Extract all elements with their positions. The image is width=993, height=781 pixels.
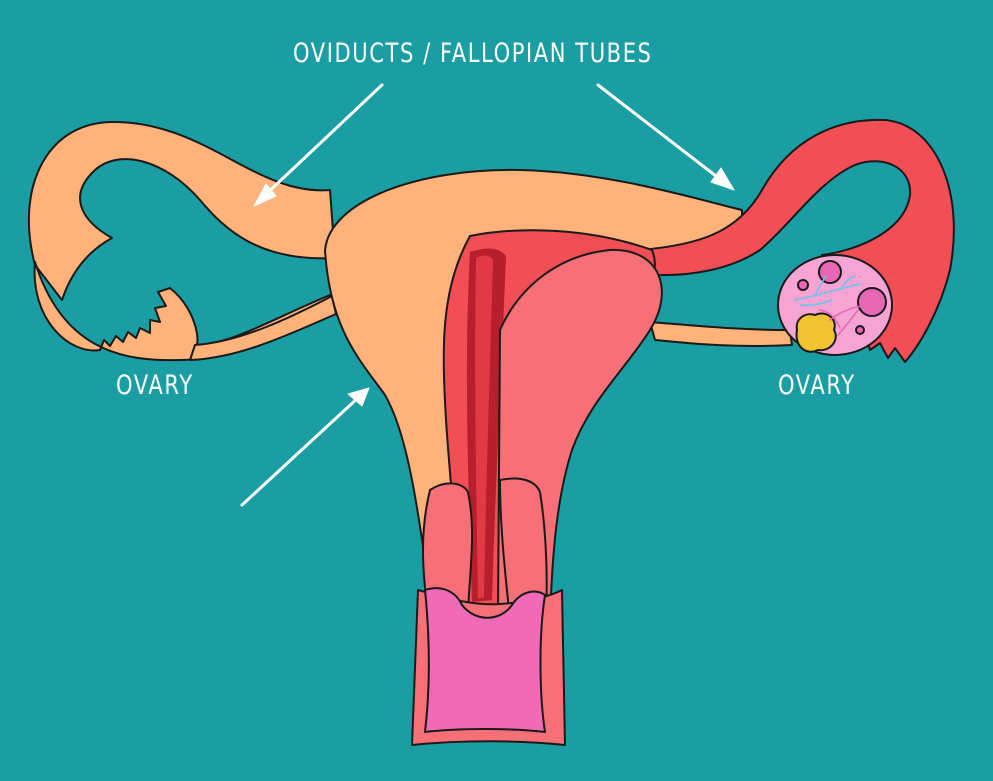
fallopian-tubes-label: OVIDUCTS / FALLOPIAN TUBES — [293, 38, 653, 69]
ovary-vessels — [794, 275, 863, 336]
right-ovary-ligament — [649, 321, 793, 348]
vaginal-interior — [424, 587, 546, 733]
left-ovary-ligament — [189, 295, 337, 361]
follicle-right — [857, 287, 887, 317]
left-fallopian-tube — [27, 120, 336, 301]
cervix-left — [422, 482, 474, 613]
arrow-uterus-icon — [240, 387, 370, 507]
left-ovary — [33, 261, 335, 362]
left-ovary-label: OVARY — [116, 370, 194, 401]
cervix-right — [499, 477, 548, 621]
corpus-luteum — [795, 312, 837, 353]
arrow-right-tube-icon — [596, 83, 735, 191]
arrow-left-tube-icon — [253, 83, 384, 207]
follicle-large-top — [818, 260, 842, 284]
uterine-cavity-highlight — [475, 255, 493, 599]
follicle-small-2 — [855, 325, 865, 335]
right-ovary-label: OVARY — [778, 370, 856, 401]
follicle-small-1 — [797, 279, 809, 291]
